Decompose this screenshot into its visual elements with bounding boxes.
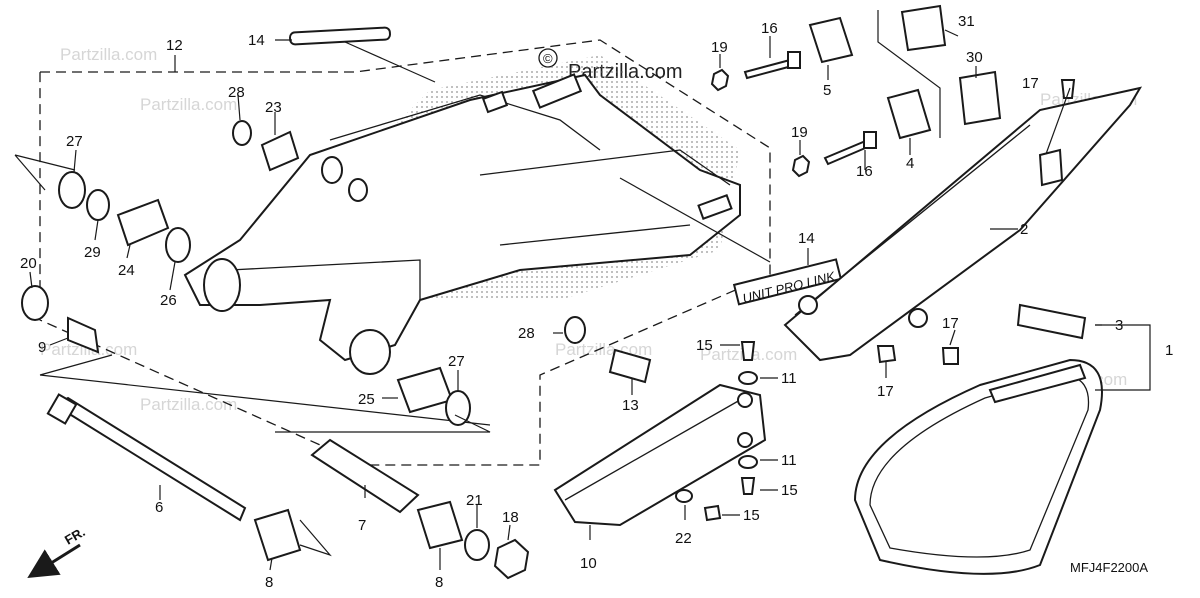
diagram-code: MFJ4F2200A [1070, 560, 1148, 575]
watermark-text: Partzilla.com [140, 395, 237, 414]
copyright-symbol: © [543, 51, 553, 66]
nut-18 [493, 538, 530, 580]
drive-chain [853, 303, 1151, 575]
chain-slider [553, 383, 767, 527]
leader-lines [29, 29, 1102, 571]
callout-14: 14 [248, 32, 265, 49]
pivot-nut-20 [21, 285, 49, 321]
callout-9: 9 [38, 339, 46, 356]
callout-8: 8 [435, 574, 443, 591]
bolts [710, 51, 1076, 365]
dust-seal-27 [58, 171, 86, 209]
callout-2: 2 [1020, 221, 1028, 238]
callout-25: 25 [358, 391, 375, 408]
leader-line [344, 41, 436, 83]
collar-13 [608, 348, 652, 384]
bushing-8a [253, 508, 302, 562]
callout-1: 1 [1165, 342, 1173, 359]
callout-3: 3 [1115, 317, 1123, 334]
chain-slider-strip [289, 26, 391, 46]
chain-guide [783, 86, 1143, 362]
callout-13: 13 [622, 397, 639, 414]
bearing-25 [396, 366, 454, 414]
callout-21: 21 [466, 492, 483, 509]
callout-15: 15 [781, 482, 798, 499]
callout-30: 30 [966, 49, 983, 66]
bushing-8b [416, 500, 464, 550]
callout-15: 15 [696, 337, 713, 354]
callout-29: 29 [84, 244, 101, 261]
callout-17: 17 [942, 315, 959, 332]
callout-4: 4 [906, 155, 914, 172]
callout-19: 19 [711, 39, 728, 56]
callout-18: 18 [502, 509, 519, 526]
circlip-29 [86, 189, 110, 221]
callout-8: 8 [265, 574, 273, 591]
needle-bearing-24 [116, 198, 170, 247]
callout-5: 5 [823, 82, 831, 99]
callout-23: 23 [265, 99, 282, 116]
callout-6: 6 [155, 499, 163, 516]
callout-31: 31 [958, 13, 975, 30]
callout-20: 20 [20, 255, 37, 272]
leader-line [619, 177, 771, 263]
callout-14: 14 [798, 230, 815, 247]
watermark-text: Partzilla.com [140, 95, 237, 114]
callout-22: 22 [675, 530, 692, 547]
bearing-26 [165, 227, 191, 263]
seal-28 [232, 120, 252, 146]
watermark-text: Partzilla.com [60, 45, 157, 64]
watermark-text: Partzilla.com [40, 340, 137, 359]
callout-27: 27 [66, 133, 83, 150]
washer-21 [464, 529, 490, 561]
callout-16: 16 [761, 20, 778, 37]
callout-24: 24 [118, 262, 135, 279]
adjuster-plates [808, 4, 1002, 140]
front-direction-arrow: FR. [27, 524, 88, 578]
callout-11: 11 [781, 370, 797, 387]
callout-15: 15 [743, 507, 760, 524]
pivot-axle [39, 354, 491, 522]
collar-23 [260, 130, 300, 172]
callout-27: 27 [448, 353, 465, 370]
adjuster-9 [67, 316, 100, 354]
callout-16: 16 [856, 163, 873, 180]
collar-7 [310, 438, 420, 514]
front-arrow-label: FR. [62, 524, 88, 547]
callout-labels: 1 2 3 4 5 6 7 8 8 9 10 11 11 12 13 14 14… [20, 13, 1173, 591]
callout-12: 12 [166, 37, 183, 54]
swingarm [183, 73, 741, 375]
callout-19: 19 [791, 124, 808, 141]
seal-28b [564, 316, 586, 344]
callout-17: 17 [1022, 75, 1039, 92]
pivot-parts-left [14, 120, 300, 354]
callout-10: 10 [580, 555, 597, 572]
pivot-parts-right [253, 366, 530, 580]
callout-28: 28 [518, 325, 535, 342]
callout-26: 26 [160, 292, 177, 309]
slider-hardware [675, 341, 758, 522]
callout-7: 7 [358, 517, 366, 534]
callout-28: 28 [228, 84, 245, 101]
callout-11: 11 [781, 452, 797, 469]
callout-17: 17 [877, 383, 894, 400]
